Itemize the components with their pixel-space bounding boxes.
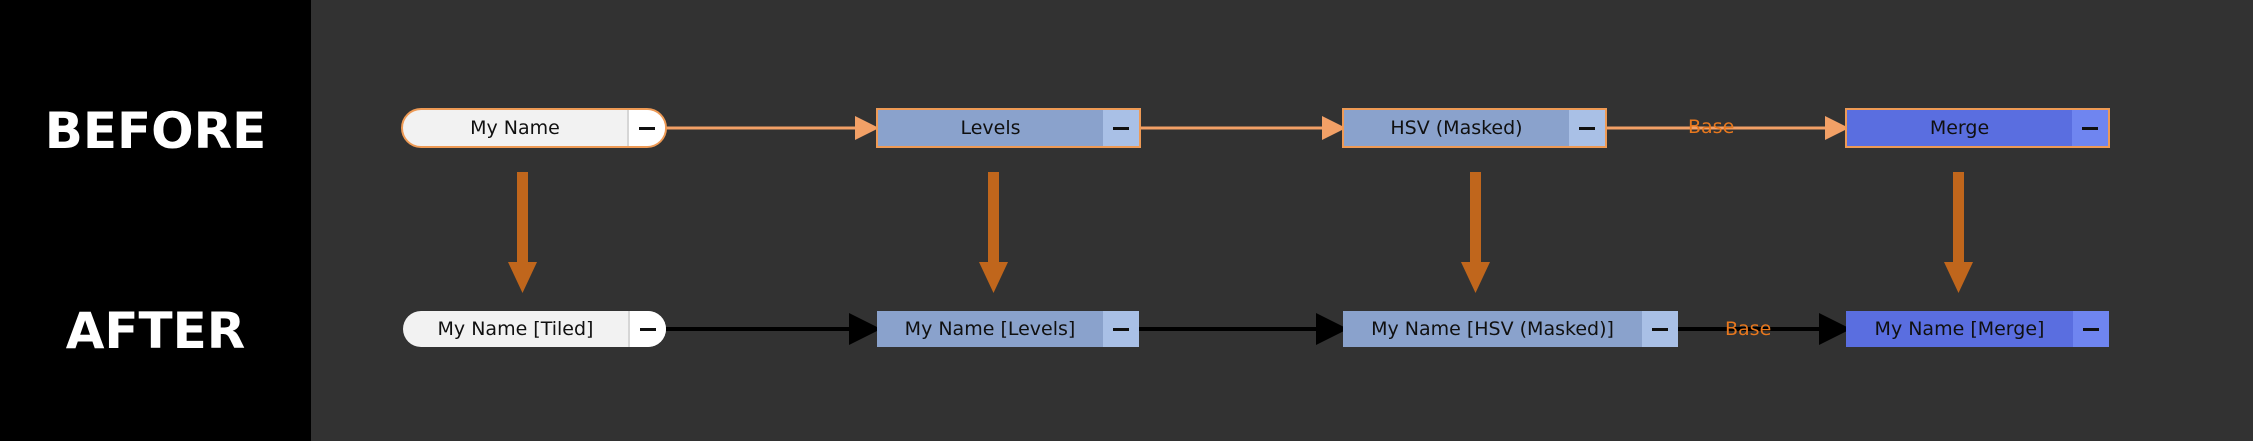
node-collapse-button[interactable] [1103, 311, 1139, 347]
node-title: My Name [HSV (Masked)] [1371, 318, 1614, 340]
node-title: My Name [470, 117, 560, 139]
node-my-name-hsv-masked[interactable]: My Name [HSV (Masked)] [1343, 311, 1678, 347]
node-my-name[interactable]: My Name [401, 108, 667, 148]
minus-icon [1113, 126, 1129, 130]
node-title: My Name [Levels] [904, 318, 1076, 340]
node-title: HSV (Masked) [1390, 117, 1523, 139]
node-title: Levels [960, 117, 1021, 139]
node-hsv-masked[interactable]: HSV (Masked) [1342, 108, 1607, 148]
node-collapse-button[interactable] [628, 311, 666, 347]
transform-arrow-1 [508, 172, 537, 293]
sidebar [0, 0, 311, 441]
transform-arrow-2 [979, 172, 1008, 293]
node-my-name-tiled[interactable]: My Name [Tiled] [403, 311, 666, 347]
minus-icon [1652, 327, 1668, 331]
before-row-label: BEFORE [44, 102, 267, 160]
before-edge-label: Base [1688, 116, 1735, 138]
node-collapse-button[interactable] [1103, 110, 1139, 146]
node-my-name-merge[interactable]: My Name [Merge] [1846, 311, 2109, 347]
after-edge-label: Base [1725, 318, 1772, 340]
node-title: My Name [Tiled] [437, 318, 594, 340]
transform-arrow-3 [1461, 172, 1490, 293]
node-collapse-button[interactable] [2073, 311, 2109, 347]
after-row-label: AFTER [65, 302, 246, 360]
minus-icon [1113, 327, 1129, 331]
transform-arrow-4 [1944, 172, 1973, 293]
node-title: My Name [Merge] [1874, 318, 2045, 340]
minus-icon [640, 327, 656, 331]
node-collapse-button[interactable] [2072, 110, 2108, 146]
minus-icon [1579, 126, 1595, 130]
node-collapse-button[interactable] [1642, 311, 1678, 347]
node-collapse-button[interactable] [1569, 110, 1605, 146]
minus-icon [2083, 327, 2099, 331]
minus-icon [2082, 126, 2098, 130]
node-collapse-button[interactable] [627, 110, 665, 146]
node-levels[interactable]: Levels [876, 108, 1141, 148]
node-my-name-levels[interactable]: My Name [Levels] [877, 311, 1139, 347]
node-merge[interactable]: Merge [1845, 108, 2110, 148]
minus-icon [639, 126, 655, 130]
node-title: Merge [1929, 117, 1990, 139]
